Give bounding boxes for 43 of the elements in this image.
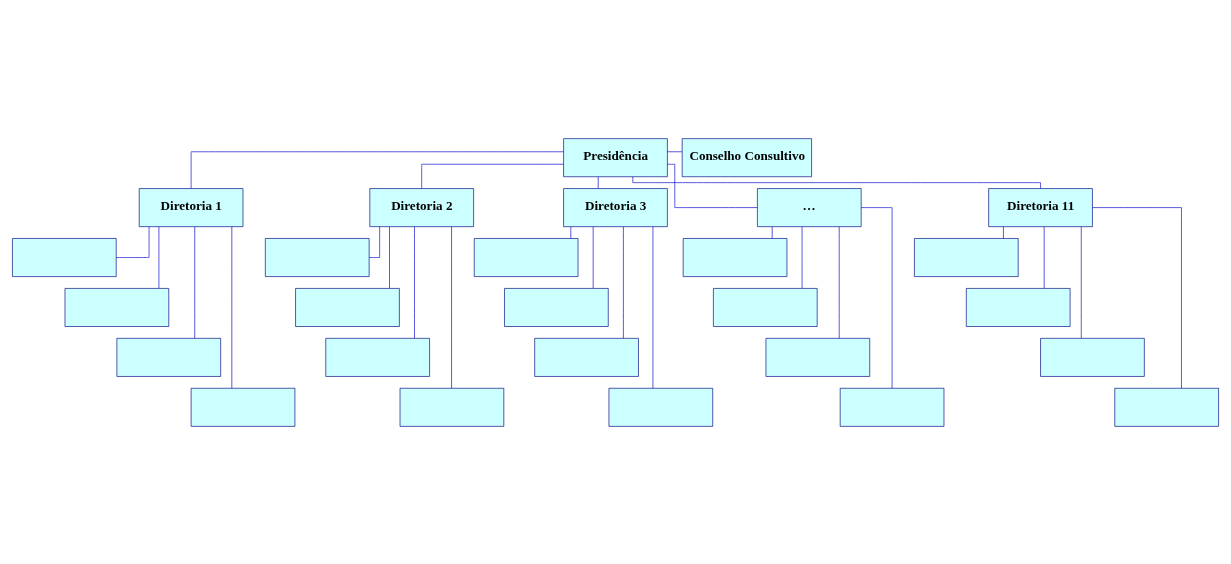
node-box: … xyxy=(757,187,862,227)
node-box xyxy=(399,387,505,427)
connector xyxy=(389,226,390,289)
connector xyxy=(632,176,1041,189)
connector xyxy=(860,206,893,388)
connector xyxy=(667,163,758,208)
node-box xyxy=(534,337,639,377)
connector xyxy=(570,225,572,239)
connector xyxy=(451,225,452,389)
node-box xyxy=(504,287,609,327)
node-box xyxy=(608,387,714,427)
connector xyxy=(190,150,564,189)
connector xyxy=(597,176,599,189)
connector xyxy=(667,150,683,152)
connector xyxy=(771,225,773,239)
connector xyxy=(414,226,415,338)
connector xyxy=(369,225,380,258)
node-box xyxy=(914,237,1019,277)
node-box xyxy=(713,287,818,327)
node-box: Presidência xyxy=(563,137,668,177)
node-box: Diretoria 11 xyxy=(988,187,1093,227)
node-box xyxy=(765,337,871,377)
connector xyxy=(1003,225,1004,239)
connector xyxy=(421,163,564,189)
connector xyxy=(115,225,150,258)
node-box xyxy=(265,237,370,277)
node-box xyxy=(1114,387,1219,427)
node-box xyxy=(473,237,579,277)
node-box xyxy=(1040,337,1145,377)
node-box xyxy=(839,387,945,427)
node-box: Diretoria 1 xyxy=(138,187,244,227)
connector xyxy=(1092,206,1182,388)
node-box xyxy=(965,287,1071,327)
node-box xyxy=(64,287,170,327)
node-box: Diretoria 2 xyxy=(369,187,474,227)
node-box xyxy=(325,337,430,377)
node-box: Diretoria 3 xyxy=(563,187,668,227)
node-box xyxy=(295,287,400,327)
node-box xyxy=(190,387,296,427)
node-box xyxy=(12,237,117,277)
node-box xyxy=(116,337,221,377)
node-box xyxy=(682,237,788,277)
node-box: Conselho Consultivo xyxy=(681,137,812,177)
